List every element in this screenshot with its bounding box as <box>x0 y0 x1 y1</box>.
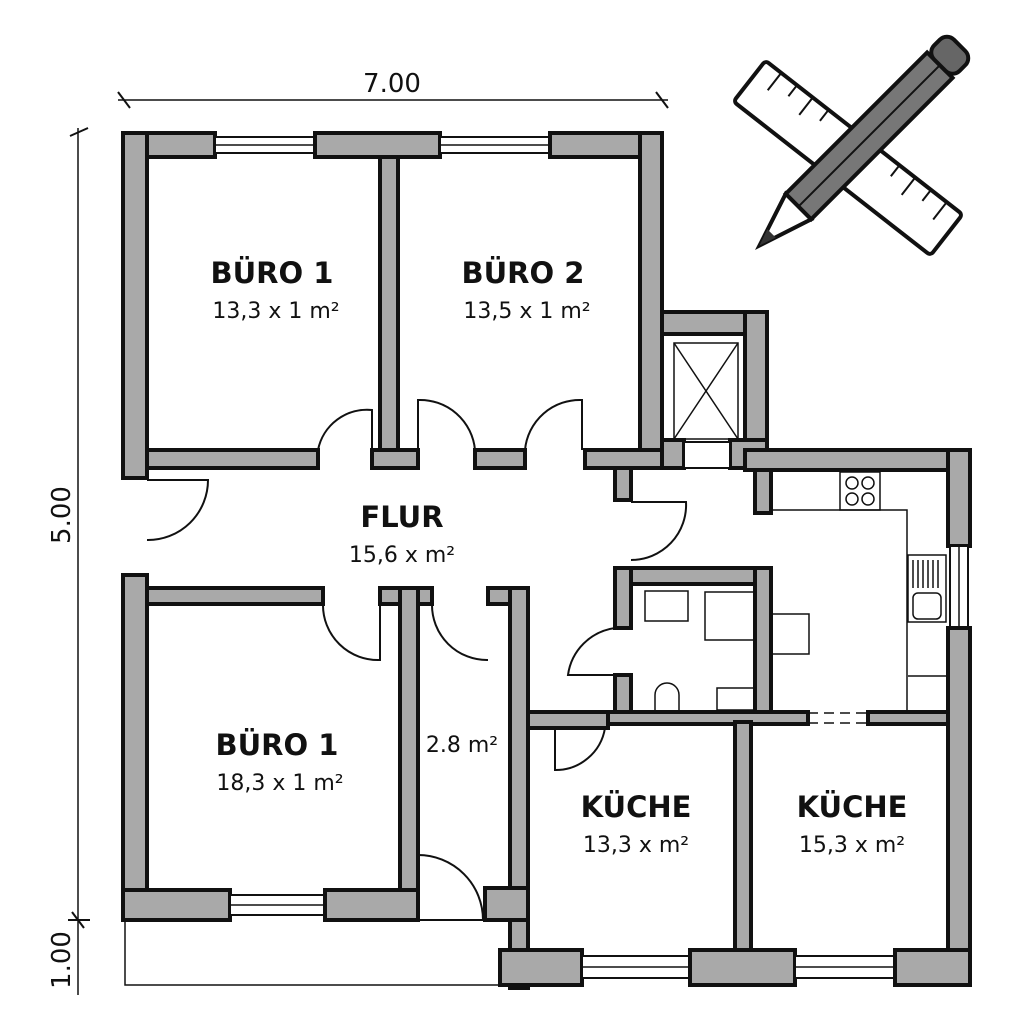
dimension-height: 5.00 1.00 <box>47 127 500 995</box>
dimension-width: 7.00 <box>117 69 669 109</box>
room-labels: BÜRO 1 13,3 x 1 m² BÜRO 2 13,5 x 1 m² FL… <box>211 256 908 858</box>
room-area-kueche2: 15,3 x m² <box>799 833 905 858</box>
walls <box>121 131 972 990</box>
height-label: 5.00 <box>47 486 77 544</box>
room-area-small: 2.8 m² <box>426 733 498 758</box>
room-name-buero2: BÜRO 2 <box>462 256 585 290</box>
room-area-flur: 15,6 x m² <box>349 543 455 568</box>
room-area-kueche1: 13,3 x m² <box>583 833 689 858</box>
doors <box>146 398 688 921</box>
ruler-pencil-icon <box>733 34 971 256</box>
room-name-flur: FLUR <box>360 500 443 534</box>
room-name-kueche1: KÜCHE <box>581 790 692 824</box>
room-name-buero1: BÜRO 1 <box>211 256 334 290</box>
extra-label: 1.00 <box>47 931 77 989</box>
room-area-buero1-lower: 18,3 x 1 m² <box>216 771 343 796</box>
room-name-kueche2: KÜCHE <box>797 790 908 824</box>
kitchen-fixtures <box>644 471 947 712</box>
room-name-buero1-lower: BÜRO 1 <box>216 728 339 762</box>
room-area-buero1: 13,3 x 1 m² <box>212 299 339 324</box>
room-area-buero2: 13,5 x 1 m² <box>463 299 590 324</box>
width-label: 7.00 <box>363 69 421 99</box>
